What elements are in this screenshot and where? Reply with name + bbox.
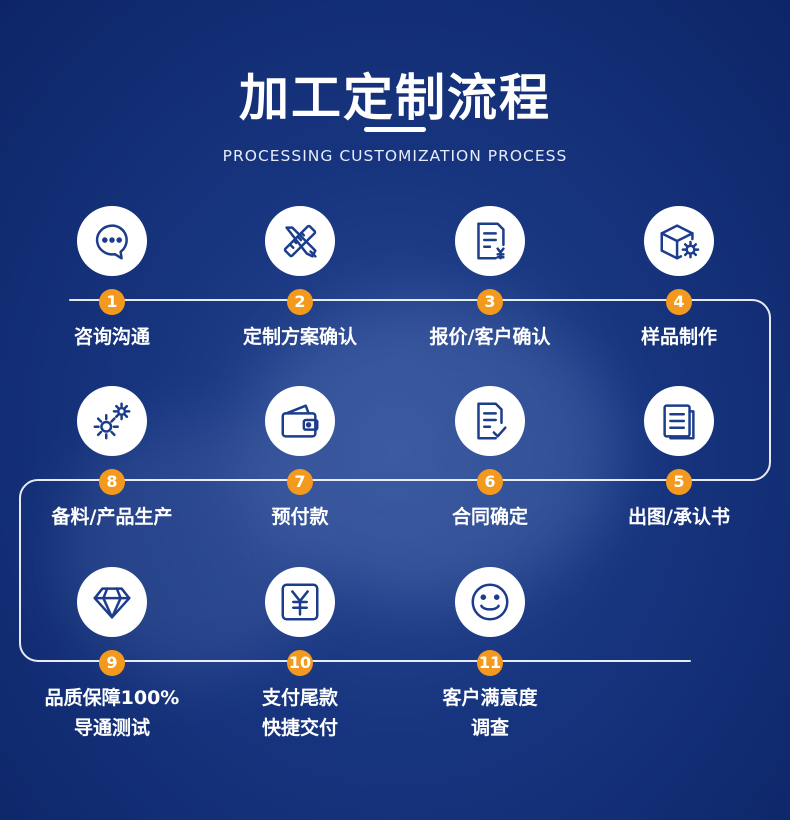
background-glow	[60, 420, 320, 680]
step-label: 样品制作	[640, 326, 717, 348]
step-label: 报价/客户确认	[429, 326, 551, 348]
diamond-icon	[77, 567, 147, 637]
step-label: 定制方案确认	[242, 326, 357, 348]
contract-check-icon	[455, 386, 525, 456]
step-number: 4	[666, 289, 692, 315]
yen-payment-icon	[265, 567, 335, 637]
step-10: 10 支付尾款 快捷交付	[205, 567, 395, 747]
step-label: 备料/产品生产	[51, 506, 173, 528]
step-2: 2 定制方案确认	[205, 206, 395, 356]
wallet-icon	[265, 386, 335, 456]
gears-icon	[77, 386, 147, 456]
page-title: 加工定制流程	[239, 69, 551, 127]
chat-bubble-icon	[77, 206, 147, 276]
step-number: 3	[477, 289, 503, 315]
step-4: 4 样品制作	[584, 206, 774, 356]
smiley-icon	[455, 567, 525, 637]
step-8: 8 备料/产品生产	[17, 386, 207, 536]
step-label: 支付尾款 快捷交付	[261, 687, 338, 739]
document-stack-icon	[644, 386, 714, 456]
step-number: 8	[99, 469, 125, 495]
step-label: 合同确定	[451, 506, 528, 528]
step-number: 5	[666, 469, 692, 495]
step-number: 10	[287, 650, 313, 676]
box-gear-icon	[644, 206, 714, 276]
step-1: 1 咨询沟通	[17, 206, 207, 356]
step-3: 3 报价/客户确认	[395, 206, 585, 356]
step-number: 9	[99, 650, 125, 676]
step-label: 咨询沟通	[73, 326, 150, 348]
step-number: 11	[477, 650, 503, 676]
quote-document-icon	[455, 206, 525, 276]
step-9: 9 品质保障100% 导通测试	[17, 567, 207, 747]
step-label: 预付款	[271, 506, 329, 528]
page-subtitle: PROCESSING CUSTOMIZATION PROCESS	[222, 147, 568, 165]
ruler-pencil-icon	[265, 206, 335, 276]
step-number: 1	[99, 289, 125, 315]
step-label: 客户满意度 调查	[442, 687, 538, 739]
step-7: 7 预付款	[205, 386, 395, 536]
step-label: 品质保障100% 导通测试	[44, 687, 180, 739]
step-number: 2	[287, 289, 313, 315]
step-label: 出图/承认书	[628, 506, 730, 528]
step-5: 5 出图/承认书	[584, 386, 774, 536]
step-number: 7	[287, 469, 313, 495]
title-underline	[364, 127, 426, 132]
step-number: 6	[477, 469, 503, 495]
step-6: 6 合同确定	[395, 386, 585, 536]
step-11: 11 客户满意度 调查	[395, 567, 585, 747]
